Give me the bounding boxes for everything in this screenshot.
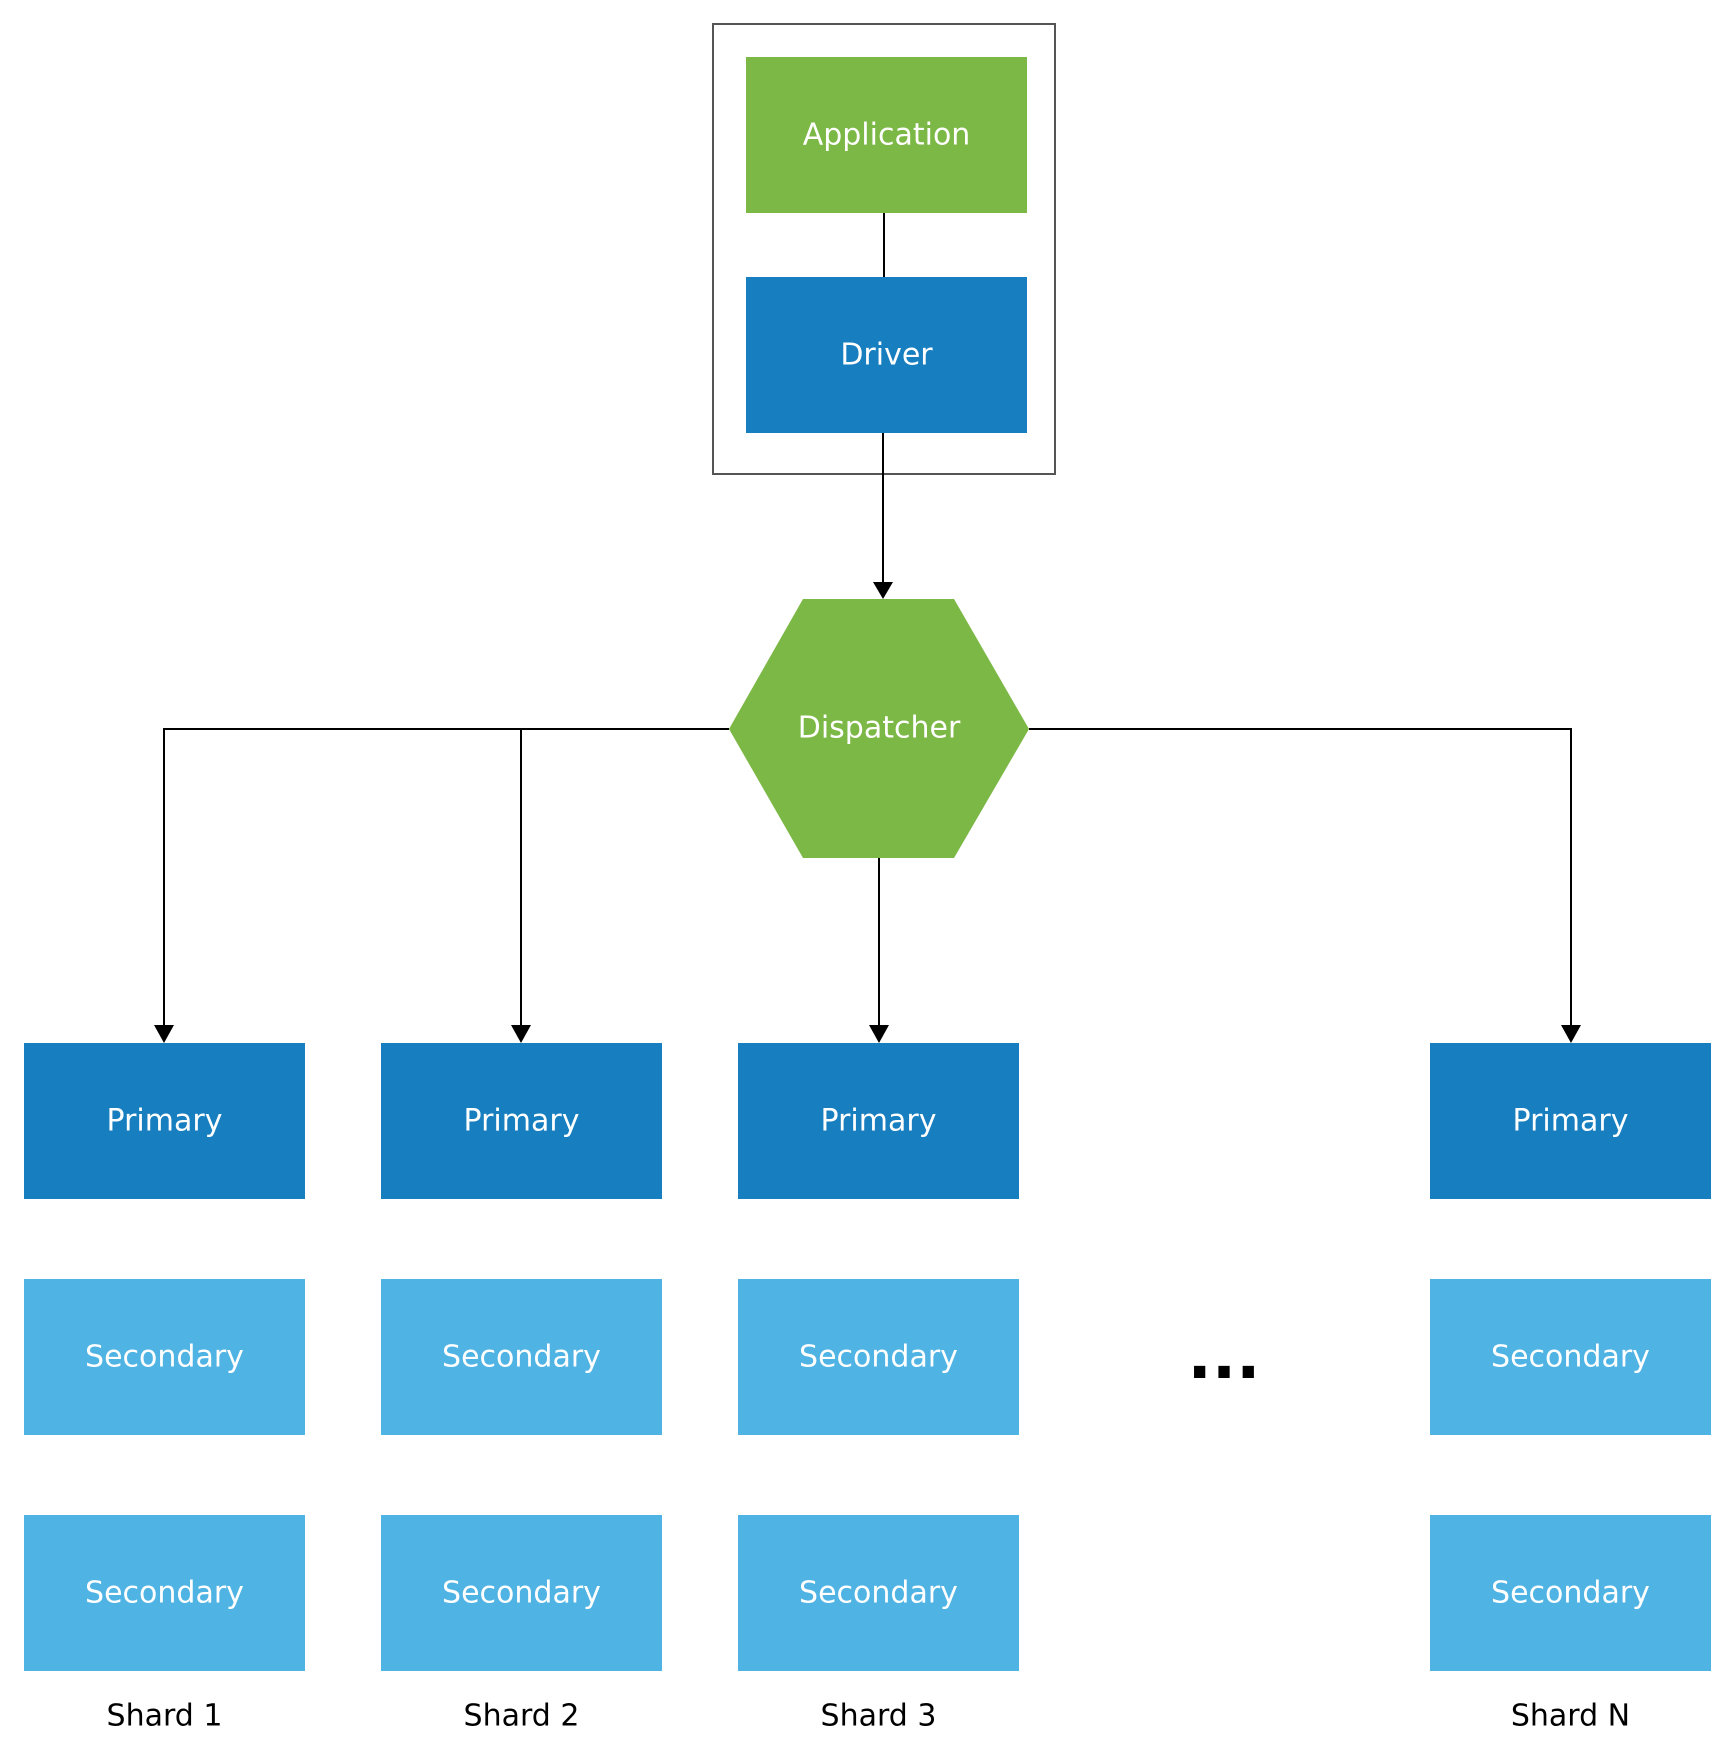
primary-label: Primary [1513, 1104, 1629, 1139]
shard-label: Shard 3 [821, 1699, 937, 1734]
primary-box [24, 1043, 305, 1199]
connector-shard-1 [163, 728, 729, 1025]
secondary-box [738, 1515, 1019, 1671]
dispatcher-node: Dispatcher [729, 599, 1029, 858]
shard-column-n: Primary Secondary Secondary Shard N [1430, 1043, 1711, 1734]
dispatcher-connectors [154, 728, 1581, 1043]
secondary-label: Secondary [442, 1340, 601, 1375]
driver-box [746, 277, 1027, 433]
shard-label: Shard 2 [464, 1699, 580, 1734]
secondary-label: Secondary [799, 1576, 958, 1611]
secondary-box [381, 1279, 662, 1435]
arrowhead-shard-n [1561, 1025, 1581, 1043]
secondary-label: Secondary [85, 1340, 244, 1375]
arrowhead-shard-3 [869, 1025, 889, 1043]
shard-column-1: Primary Secondary Secondary Shard 1 [24, 1043, 305, 1734]
arrowhead-shard-2 [511, 1025, 531, 1043]
secondary-box [1430, 1279, 1711, 1435]
shard-label: Shard 1 [107, 1699, 223, 1734]
connector-shard-n [1029, 728, 1572, 1025]
dispatcher-hexagon [729, 599, 1029, 858]
secondary-box [24, 1515, 305, 1671]
secondary-label: Secondary [442, 1576, 601, 1611]
dispatcher-label: Dispatcher [798, 711, 961, 746]
primary-label: Primary [107, 1104, 223, 1139]
driver-label: Driver [840, 338, 933, 373]
primary-box [1430, 1043, 1711, 1199]
shard-label: Shard N [1511, 1699, 1630, 1734]
secondary-box [738, 1279, 1019, 1435]
secondary-label: Secondary [1491, 1340, 1650, 1375]
shard-column-2: Primary Secondary Secondary Shard 2 [381, 1043, 662, 1734]
omitted-shards-ellipsis: ... [1188, 1320, 1261, 1394]
primary-label: Primary [821, 1104, 937, 1139]
secondary-label: Secondary [799, 1340, 958, 1375]
primary-box [738, 1043, 1019, 1199]
secondary-label: Secondary [1491, 1576, 1650, 1611]
secondary-box [381, 1515, 662, 1671]
primary-label: Primary [464, 1104, 580, 1139]
secondary-box [1430, 1515, 1711, 1671]
driver-dispatcher-arrowhead [873, 582, 893, 599]
shard-column-3: Primary Secondary Secondary Shard 3 [738, 1043, 1019, 1734]
application-node: Application [746, 57, 1027, 213]
application-box [746, 57, 1027, 213]
arrowhead-shard-1 [154, 1025, 174, 1043]
secondary-box [24, 1279, 305, 1435]
application-label: Application [803, 118, 971, 153]
secondary-label: Secondary [85, 1576, 244, 1611]
driver-node: Driver [746, 277, 1027, 433]
primary-box [381, 1043, 662, 1199]
